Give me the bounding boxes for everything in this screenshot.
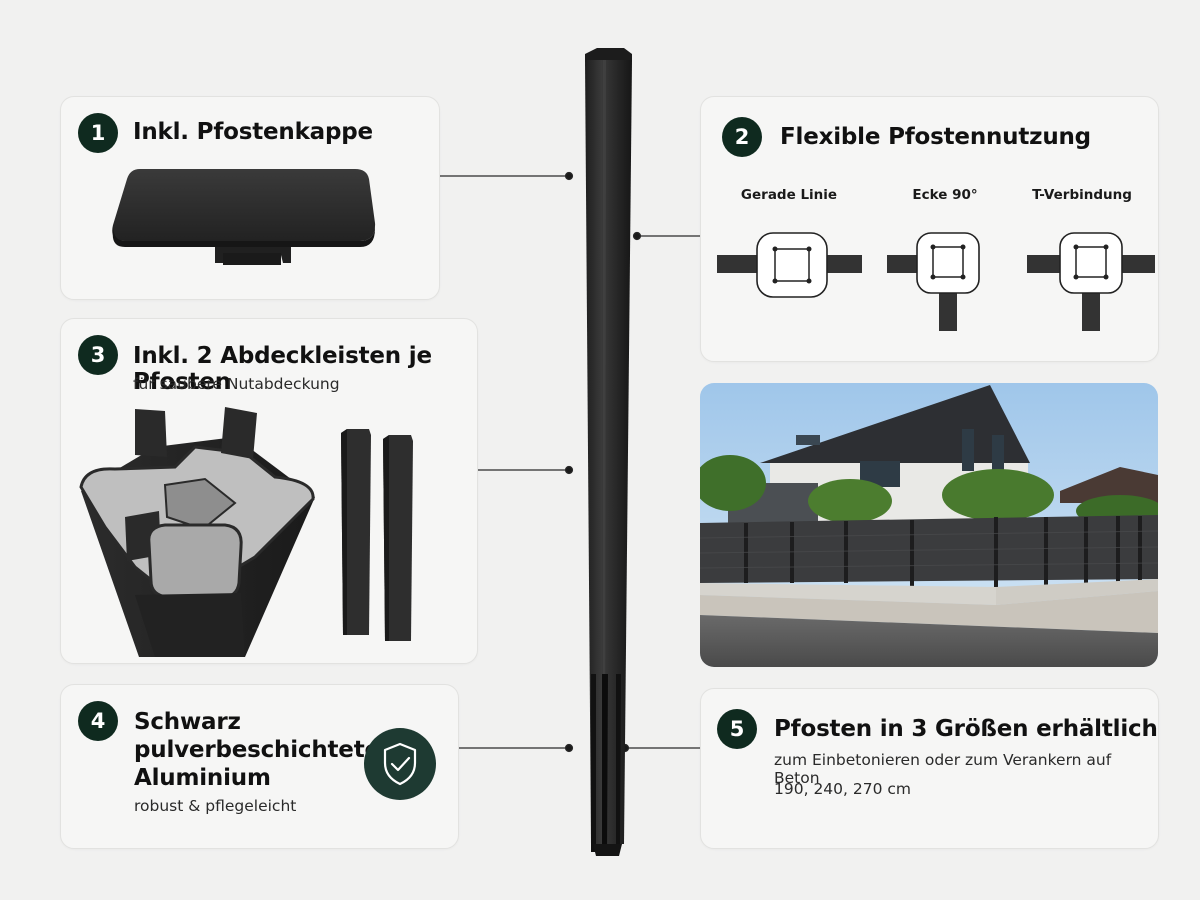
feature-title: Pfosten in 3 Größen erhältlich	[774, 716, 1158, 742]
feature-card-sizes: 5 Pfosten in 3 Größen erhältlich zum Ein…	[700, 688, 1159, 849]
feature-sizes: 190, 240, 270 cm	[774, 780, 912, 798]
fence-post-image	[585, 48, 632, 856]
feature-card-post-cap: 1 Inkl. Pfostenkappe	[60, 96, 440, 300]
feature-number-badge: 4	[78, 701, 118, 741]
feature-title: Flexible Pfostennutzung	[780, 124, 1091, 150]
corner-diagram	[887, 232, 980, 331]
connection-label-straight: Gerade Linie	[740, 187, 838, 203]
feature-title: Inkl. 2 Abdeckleisten je Pfosten	[133, 343, 432, 395]
connection-label-t: T-Verbindung	[1032, 187, 1132, 203]
feature-card-material: 4 Schwarz pulverbeschichtetes Aluminium …	[60, 684, 459, 849]
feature-subtitle: robust & pflegeleicht	[134, 797, 297, 815]
t-connection-diagram	[1027, 232, 1155, 331]
feature-description: zum Einbetonieren oder zum Verankern auf…	[774, 751, 1112, 787]
post-cap-image	[112, 169, 376, 265]
feature-card-cover-strips: 3 Inkl. 2 Abdeckleisten je Pfosten für s…	[60, 318, 478, 664]
feature-card-flexible-use: 2 Flexible Pfostennutzung Gerade Linie E…	[700, 96, 1159, 362]
feature-number-badge: 3	[78, 335, 118, 375]
feature-subtitle: für saubere Nutabdeckung	[133, 375, 340, 393]
feature-number-badge: 2	[722, 117, 762, 157]
feature-number-badge: 1	[78, 113, 118, 153]
cover-strips-image	[341, 429, 413, 641]
fence-house-photo	[700, 383, 1158, 667]
feature-title: Inkl. Pfostenkappe	[133, 119, 373, 145]
feature-number-badge: 5	[717, 709, 757, 749]
shield-check-icon	[364, 728, 436, 800]
post-profile-image	[79, 407, 315, 657]
feature-title-line-1: Schwarz	[134, 709, 241, 735]
straight-line-diagram	[717, 232, 862, 298]
feature-title-line-2: pulverbeschichtetes	[134, 737, 394, 763]
connection-label-corner: Ecke 90°	[912, 187, 978, 203]
feature-title-line-3: Aluminium	[134, 765, 271, 791]
